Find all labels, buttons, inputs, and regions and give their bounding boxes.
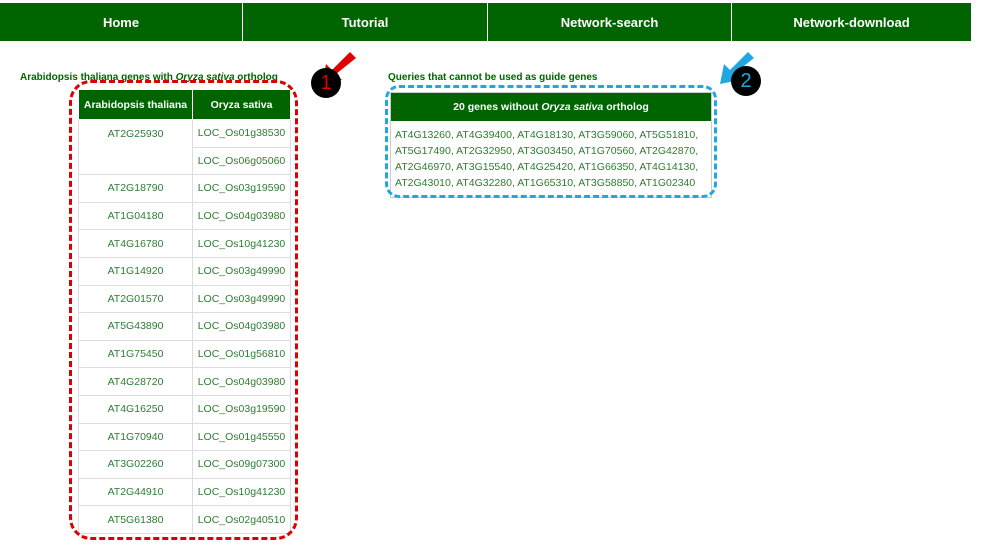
- red-highlight-box: [69, 80, 298, 540]
- ortholog-title-species: Oryza sativa: [175, 72, 235, 83]
- ortholog-table: Arabidopsis thaliana Oryza sativa AT2G25…: [78, 89, 291, 534]
- nav-tutorial[interactable]: Tutorial: [243, 3, 488, 41]
- oryza-gene-cell[interactable]: LOC_Os10g41230: [192, 477, 291, 507]
- arabidopsis-gene-cell[interactable]: AT1G75450: [78, 339, 193, 369]
- annotation-marker-1: 1: [311, 68, 341, 98]
- gene-line: AT2G43010, AT4G32280, AT1G65310, AT3G588…: [395, 177, 696, 189]
- oryza-gene-cell[interactable]: LOC_Os01g56810: [192, 339, 291, 369]
- gene-line: AT2G46970, AT3G15540, AT4G25420, AT1G663…: [395, 161, 699, 173]
- blue-highlight-box: [385, 85, 717, 198]
- gene-line: AT5G17490, AT2G32950, AT3G03450, AT1G705…: [395, 145, 699, 157]
- arabidopsis-gene-cell[interactable]: AT5G61380: [78, 505, 193, 534]
- ortholog-section-title: Arabidopsis thaliana genes with Oryza sa…: [20, 72, 278, 83]
- arabidopsis-gene-cell[interactable]: AT2G25930: [78, 118, 193, 176]
- queries-section-title: Queries that cannot be used as guide gen…: [388, 72, 598, 83]
- genes-head-suffix: ortholog: [606, 101, 649, 113]
- oryza-gene-cell[interactable]: LOC_Os04g03980: [192, 312, 291, 341]
- oryza-gene-cell[interactable]: LOC_Os01g45550: [192, 422, 291, 452]
- oryza-gene-cell[interactable]: LOC_Os03g19590: [192, 174, 291, 203]
- arabidopsis-gene-cell[interactable]: AT4G16250: [78, 394, 193, 424]
- oryza-gene-cell[interactable]: LOC_Os01g38530: [192, 119, 291, 148]
- arabidopsis-gene-cell[interactable]: AT4G16780: [78, 229, 193, 258]
- genes-head-prefix: 20 genes without: [453, 101, 539, 113]
- oryza-gene-cell[interactable]: LOC_Os03g49990: [192, 284, 291, 314]
- genes-head-species: Oryza sativa: [541, 101, 604, 113]
- arabidopsis-gene-cell[interactable]: AT4G28720: [78, 367, 193, 396]
- oryza-gene-cell[interactable]: LOC_Os02g40510: [192, 505, 291, 534]
- column-header-arabidopsis: Arabidopsis thaliana: [78, 89, 193, 120]
- nav-network-search[interactable]: Network-search: [488, 3, 732, 41]
- top-nav-bar: Home Tutorial Network-search Network-dow…: [0, 3, 971, 41]
- ortholog-title-suffix: ortholog: [234, 72, 278, 83]
- oryza-gene-cell[interactable]: LOC_Os03g19590: [192, 394, 291, 424]
- nav-network-download[interactable]: Network-download: [793, 14, 910, 30]
- genes-list: AT4G13260, AT4G39400, AT4G18130, AT3G590…: [391, 121, 711, 197]
- arabidopsis-gene-cell[interactable]: AT2G18790: [78, 174, 193, 203]
- column-header-oryza: Oryza sativa: [192, 89, 291, 120]
- arabidopsis-gene-cell[interactable]: AT1G70940: [78, 422, 193, 452]
- oryza-gene-cell[interactable]: LOC_Os09g07300: [192, 450, 291, 479]
- annotation-marker-2: 2: [731, 66, 761, 96]
- arabidopsis-gene-cell[interactable]: AT1G14920: [78, 256, 193, 286]
- oryza-gene-cell[interactable]: LOC_Os04g03980: [192, 367, 291, 396]
- nav-home[interactable]: Home: [0, 3, 243, 41]
- arabidopsis-gene-cell[interactable]: AT5G43890: [78, 312, 193, 341]
- gene-line: AT4G13260, AT4G39400, AT4G18130, AT3G590…: [395, 129, 699, 141]
- ortholog-title-prefix: Arabidopsis thaliana genes with: [20, 72, 176, 83]
- arabidopsis-gene-cell[interactable]: AT2G01570: [78, 284, 193, 314]
- arabidopsis-gene-cell[interactable]: AT1G04180: [78, 201, 193, 231]
- arabidopsis-gene-cell[interactable]: AT3G02260: [78, 450, 193, 479]
- oryza-gene-cell[interactable]: LOC_Os03g49990: [192, 256, 291, 286]
